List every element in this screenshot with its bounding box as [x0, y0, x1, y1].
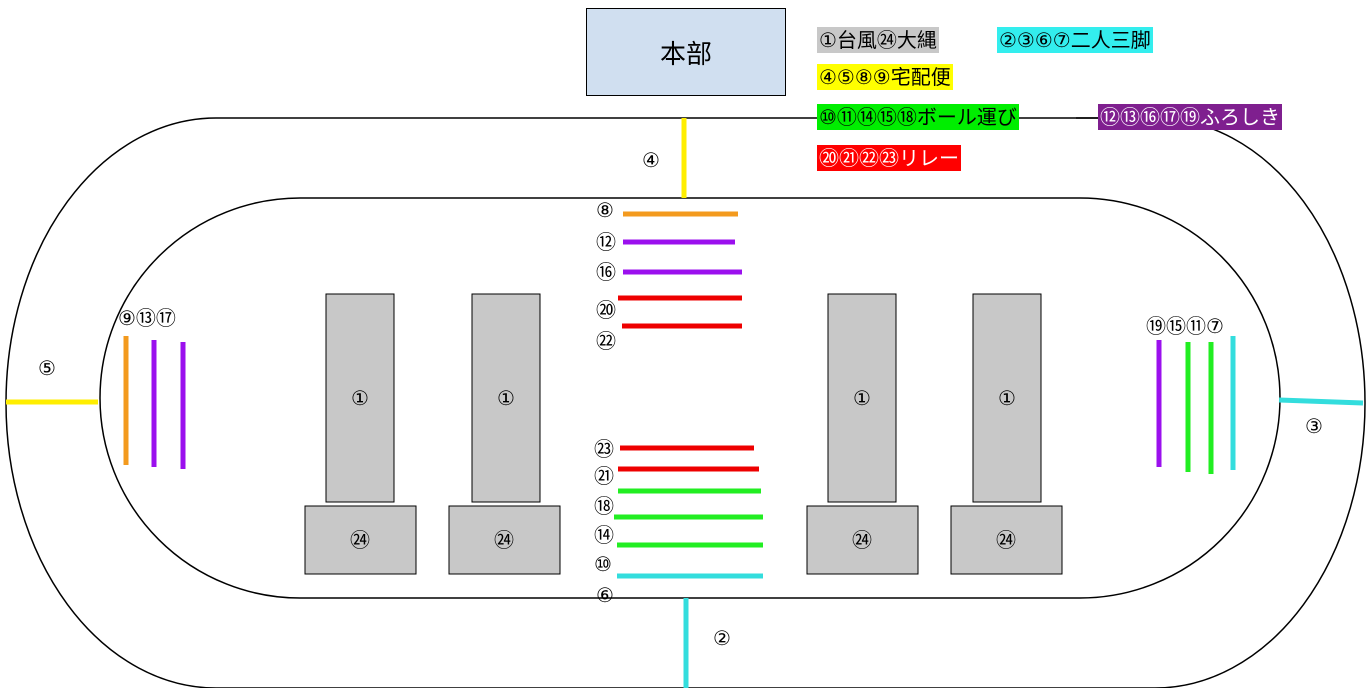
typhoon-block-1	[325, 293, 395, 503]
typhoon-block-4	[972, 293, 1042, 503]
legend-furoshiki: ⑫⑬⑯⑰⑲ふろしき	[1098, 104, 1282, 130]
marker-6-label: ⑥	[596, 583, 614, 607]
lane-12-label: ⑫	[596, 230, 616, 254]
rope-block-4-label: ㉔	[996, 528, 1016, 552]
typhoon-block-4-label: ①	[998, 386, 1016, 410]
rope-block-2	[448, 505, 561, 575]
headquarters-label: 本部	[659, 39, 712, 70]
left-group-label: ⑨⑬⑰	[118, 306, 176, 330]
typhoon-block-2	[471, 293, 541, 503]
lane-20-label: ⑳	[596, 298, 616, 322]
lane-22-label: ㉒	[596, 329, 616, 353]
lane-10-label: ⑩	[594, 552, 612, 576]
marker-5-label: ⑤	[38, 356, 56, 380]
right-group-label: ⑲⑮⑪⑦	[1146, 314, 1224, 338]
legend-relay: ⑳㉑㉒㉓リレー	[817, 145, 961, 171]
lane-18-label: ⑱	[594, 494, 614, 518]
rope-block-4	[950, 505, 1063, 575]
rope-block-3	[806, 505, 919, 575]
rope-block-1	[304, 505, 417, 575]
typhoon-block-1-label: ①	[351, 386, 369, 410]
typhoon-block-2-label: ①	[497, 386, 515, 410]
typhoon-block-3-label: ①	[853, 386, 871, 410]
inner-track	[99, 197, 1281, 599]
lane-16-label: ⑯	[596, 260, 616, 284]
lane-8-label: ⑧	[596, 198, 614, 222]
lane-21-label: ㉑	[594, 464, 614, 488]
headquarters-box: 本部	[586, 8, 786, 96]
rope-block-1-label: ㉔	[350, 528, 370, 552]
legend-three-legged: ②③⑥⑦二人三脚	[997, 27, 1153, 53]
lane-14-label: ⑭	[594, 523, 614, 547]
marker-3-line	[1278, 397, 1364, 406]
legend-ball-carry: ⑩⑪⑭⑮⑱ボール運び	[817, 104, 1019, 130]
typhoon-block-3	[827, 293, 897, 503]
legend-typhoon-rope: ①台風㉔大縄	[817, 27, 939, 53]
rope-block-2-label: ㉔	[494, 528, 514, 552]
marker-3-label: ③	[1305, 414, 1323, 438]
lane-23-label: ㉓	[594, 437, 614, 461]
marker-2-label: ②	[713, 626, 731, 650]
legend-delivery: ④⑤⑧⑨宅配便	[817, 64, 953, 90]
marker-4-label: ④	[642, 148, 660, 172]
rope-block-3-label: ㉔	[852, 528, 872, 552]
